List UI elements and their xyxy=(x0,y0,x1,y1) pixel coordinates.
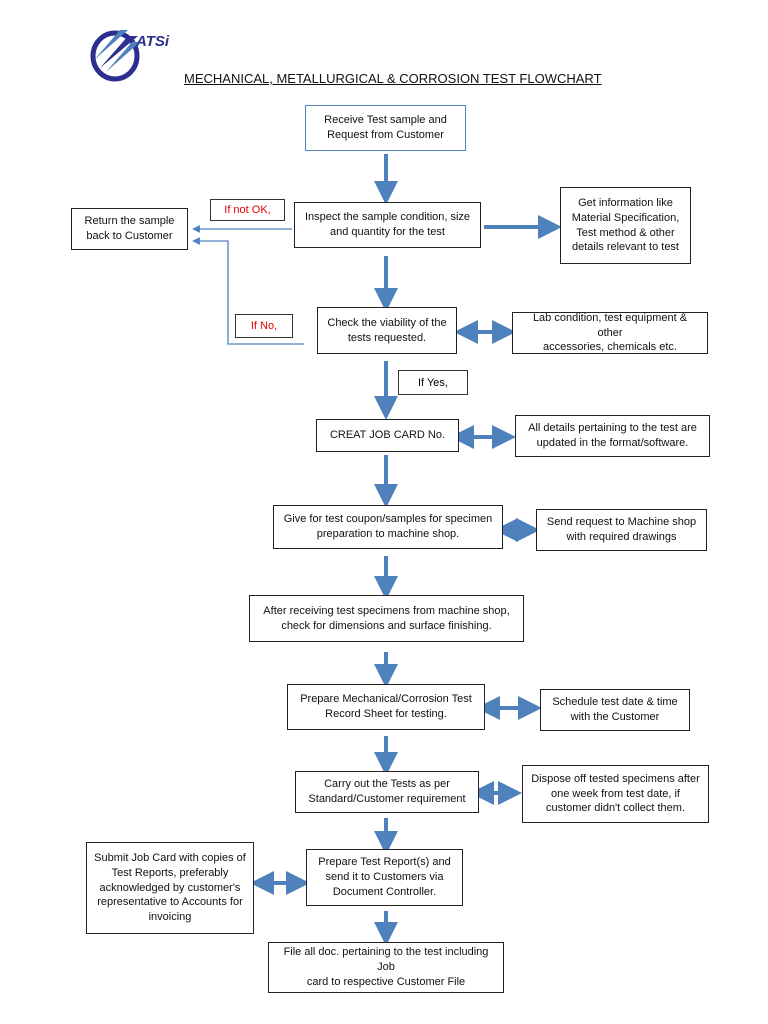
company-logo: ATSi xyxy=(90,30,170,82)
note-schedule-test: Schedule test date & time with the Custo… xyxy=(540,689,690,731)
arrow-viability-return xyxy=(192,237,304,345)
note-submit-job-card: Submit Job Card with copies of Test Repo… xyxy=(86,842,254,934)
logo-swoosh-2 xyxy=(106,42,140,72)
step-prepare-report: Prepare Test Report(s) and send it to Cu… xyxy=(306,849,463,906)
step-file-documents: File all doc. pertaining to the test inc… xyxy=(268,942,504,993)
note-get-information: Get information like Material Specificat… xyxy=(560,187,691,264)
step-coupon-preparation: Give for test coupon/samples for specime… xyxy=(273,505,503,549)
logo-text: ATSi xyxy=(135,33,170,50)
note-lab-condition: Lab condition, test equipment & other ac… xyxy=(512,312,708,354)
logo-swoosh-1 xyxy=(100,36,138,68)
note-machine-shop-request: Send request to Machine shop with requir… xyxy=(536,509,707,551)
condition-if-no: If No, xyxy=(235,314,293,338)
step-record-sheet: Prepare Mechanical/Corrosion Test Record… xyxy=(287,684,485,730)
note-return-sample: Return the sample back to Customer xyxy=(71,208,188,250)
step-carry-out-tests: Carry out the Tests as per Standard/Cust… xyxy=(295,771,479,813)
logo-ring-outer xyxy=(90,30,140,82)
note-dispose-specimens: Dispose off tested specimens after one w… xyxy=(522,765,709,823)
page-title: MECHANICAL, METALLURGICAL & CORROSION TE… xyxy=(184,71,602,86)
condition-if-yes: If Yes, xyxy=(398,370,468,395)
step-check-dimensions: After receiving test specimens from mach… xyxy=(249,595,524,642)
note-details-updated: All details pertaining to the test are u… xyxy=(515,415,710,457)
step-create-job-card: CREAT JOB CARD No. xyxy=(316,419,459,452)
step-receive-sample: Receive Test sample and Request from Cus… xyxy=(305,105,466,151)
condition-if-not-ok: If not OK, xyxy=(210,199,285,221)
step-inspect-sample: Inspect the sample condition, size and q… xyxy=(294,202,481,248)
step-check-viability: Check the viability of the tests request… xyxy=(317,307,457,354)
logo-swoosh-3 xyxy=(94,30,128,60)
